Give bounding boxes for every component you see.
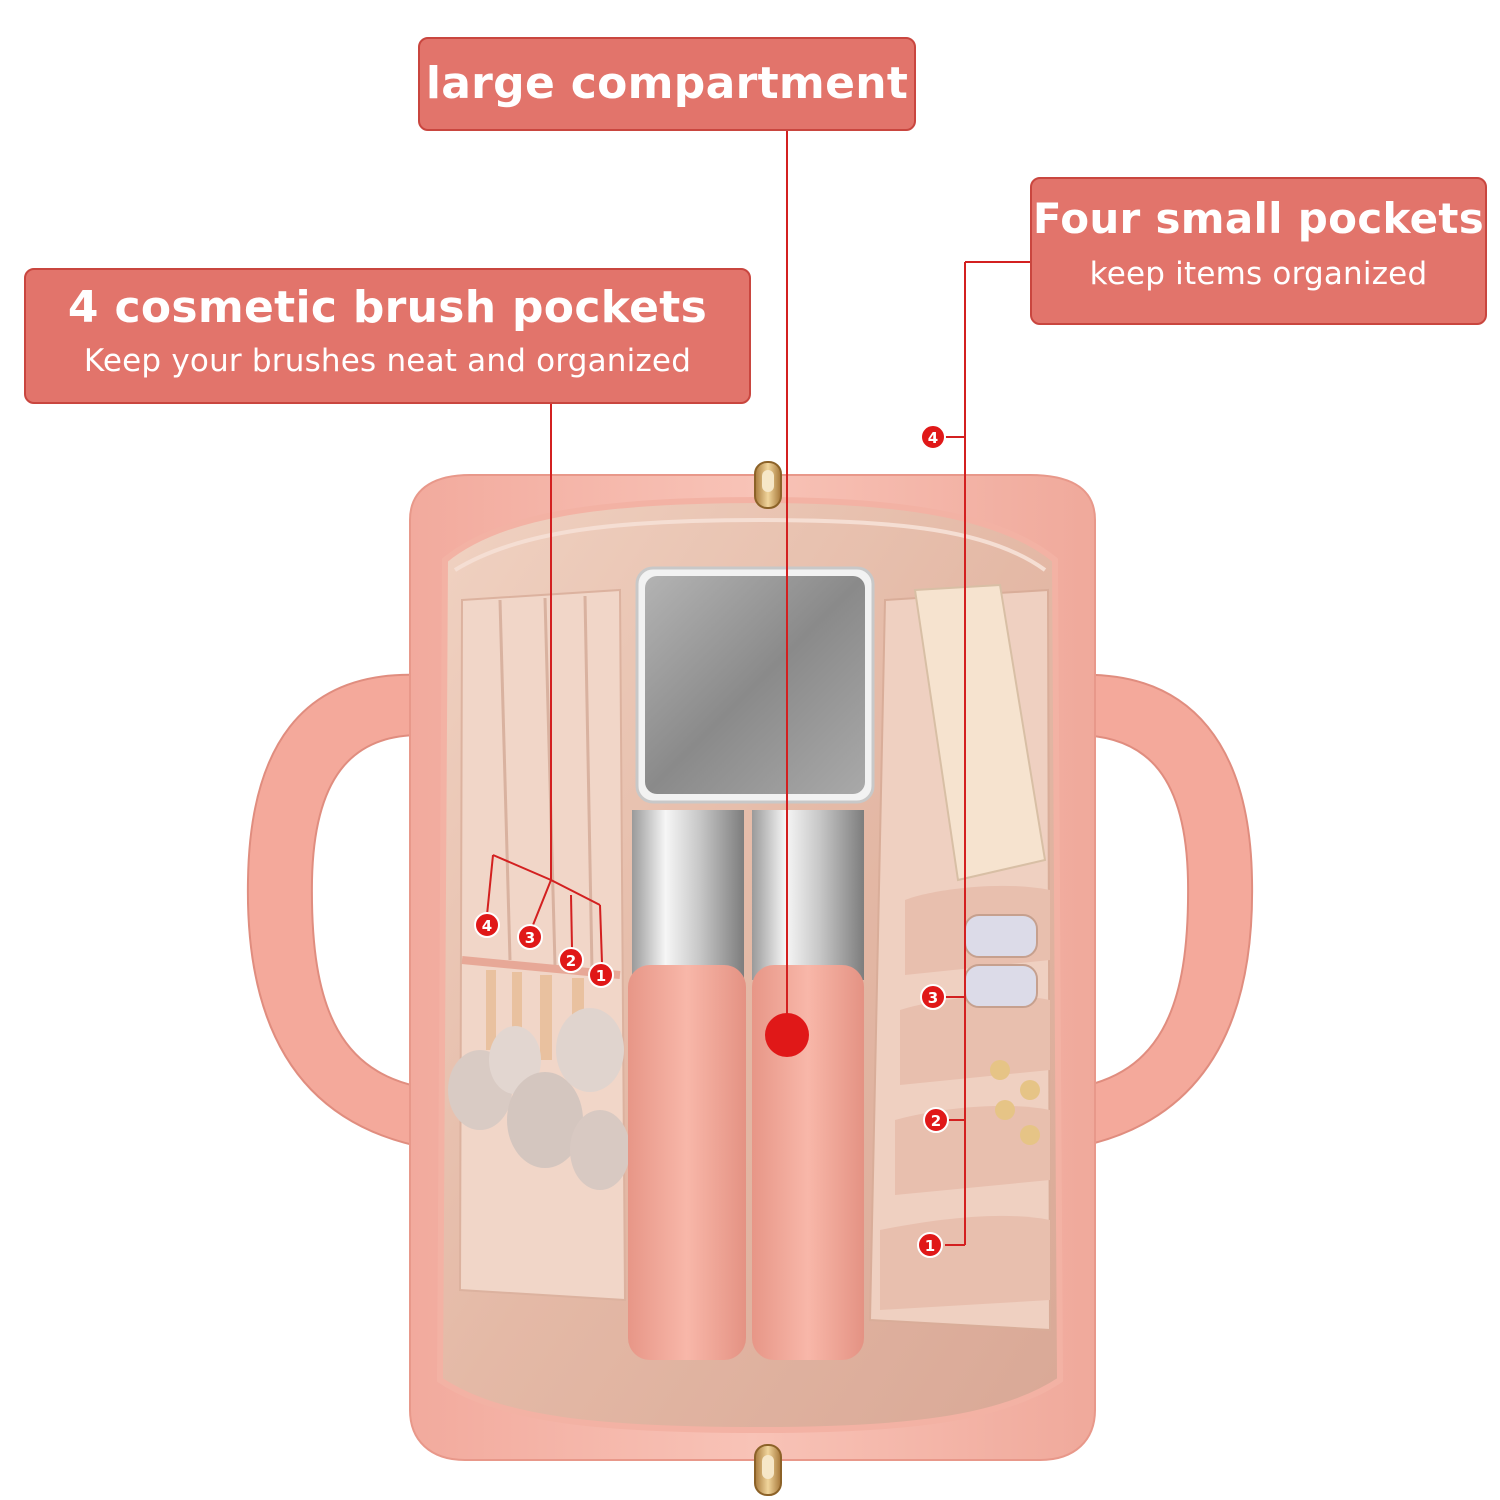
brush-pockets xyxy=(448,588,630,1302)
compact-mirror xyxy=(635,566,875,804)
callout-title: Four small pockets xyxy=(1032,194,1485,243)
pocket-marker-label: 1 xyxy=(925,1237,935,1255)
pocket-marker: 2 xyxy=(923,1107,949,1133)
pocket-marker-label: 4 xyxy=(928,429,938,447)
pocket-marker: 4 xyxy=(920,424,946,450)
pocket-marker-label: 3 xyxy=(928,989,938,1007)
callout-subtitle: Keep your brushes neat and organized xyxy=(83,343,692,379)
zipper-pull-bottom xyxy=(754,1444,782,1496)
callout-title: large compartment xyxy=(425,58,909,109)
brush-marker-label: 2 xyxy=(566,952,576,970)
callout-large-compartment: large compartment xyxy=(418,37,916,131)
brush-marker: 2 xyxy=(558,947,584,973)
brush-marker: 3 xyxy=(517,924,543,950)
callout-brush-pockets: 4 cosmetic brush pockets Keep your brush… xyxy=(24,268,751,404)
callout-subtitle: keep items organized xyxy=(1089,256,1428,292)
cosmetic-tubes xyxy=(628,810,864,1360)
zipper-pull-top xyxy=(754,461,782,509)
brush-marker-label: 3 xyxy=(525,929,535,947)
brush-marker: 4 xyxy=(474,912,500,938)
brush-marker-label: 4 xyxy=(482,917,492,935)
callout-title: 4 cosmetic brush pockets xyxy=(67,282,708,333)
brush-marker: 1 xyxy=(588,962,614,988)
large-compartment-marker xyxy=(765,1013,809,1057)
brush-marker-label: 1 xyxy=(596,967,606,985)
pocket-marker: 1 xyxy=(917,1232,943,1258)
pocket-marker-label: 2 xyxy=(931,1112,941,1130)
leader-lines xyxy=(486,131,1030,1246)
callout-small-pockets: Four small pockets keep items organized xyxy=(1030,177,1487,325)
pocket-marker: 3 xyxy=(920,984,946,1010)
makeup-brushes xyxy=(448,970,630,1190)
small-pockets xyxy=(868,583,1052,1332)
